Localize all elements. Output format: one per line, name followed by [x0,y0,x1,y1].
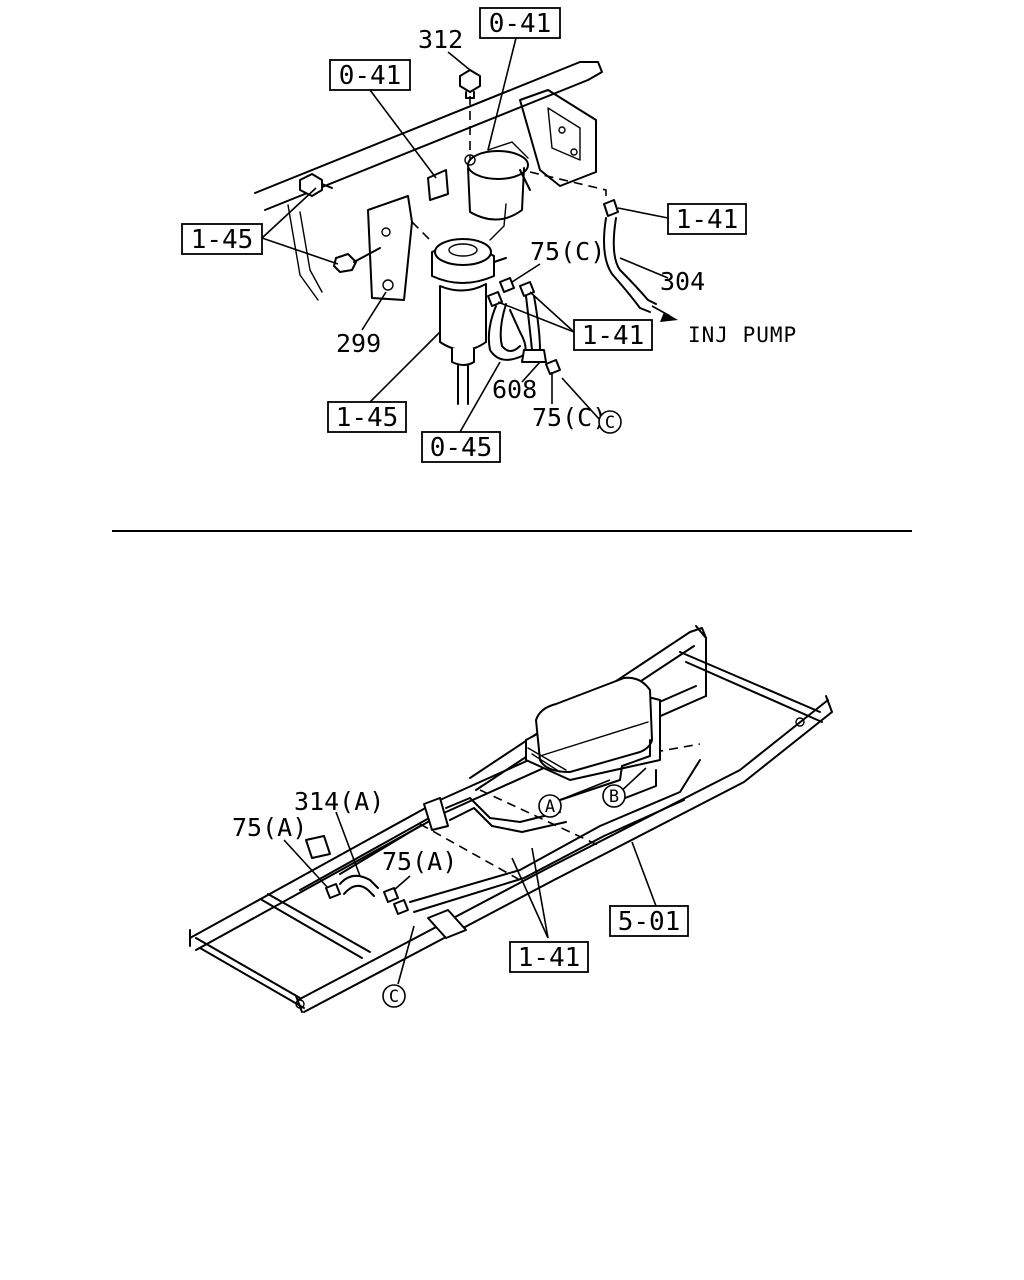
ref-box-1-41-lower: 1-41 [509,941,589,973]
part-label-314a: 314(A) [294,787,384,816]
circle-marker-c-upper: C [598,410,622,434]
svg-text:B: B [609,787,619,807]
ref-box-5-01: 5-01 [609,905,689,937]
circle-marker-a: A [538,794,562,818]
inj-pump-label: INJ PUMP [688,323,797,347]
svg-text:0-45: 0-45 [430,433,493,463]
ref-box-1-45-bottom: 1-45 [327,401,407,433]
part-label-75a-left: 75(A) [232,813,307,842]
part-label-608: 608 [492,375,537,404]
ref-box-1-45-left: 1-45 [181,223,263,255]
bolt-312-drawing [459,69,481,99]
svg-text:1-45: 1-45 [191,225,254,255]
svg-text:1-41: 1-41 [518,943,581,973]
ref-box-1-41-mid: 1-41 [573,319,653,351]
lower-diagram: 5-01 1-41 314(A) 75(A) 75(A) A B C [189,625,833,1013]
part-label-75a-mid: 75(A) [382,847,457,876]
part-label-75c-top: 75(C) [530,237,605,266]
svg-text:1-41: 1-41 [582,321,645,351]
upper-leader-lines [261,37,669,433]
svg-text:C: C [389,987,399,1007]
svg-text:1-45: 1-45 [336,403,399,433]
part-label-75c-bottom: 75(C) [532,403,607,432]
sedimenter-filter-drawing [464,96,531,221]
svg-text:5-01: 5-01 [618,907,681,937]
fuel-lines-drawing [325,739,701,915]
circle-marker-c-lower: C [382,984,406,1008]
fuel-filter-1-45-drawing [431,238,507,405]
ref-box-0-41-top: 0-41 [479,7,561,39]
svg-text:0-41: 0-41 [339,61,402,91]
svg-text:C: C [605,413,615,433]
part-label-299: 299 [336,329,381,358]
part-label-304: 304 [660,267,705,296]
svg-text:1-41: 1-41 [676,205,739,235]
svg-text:0-41: 0-41 [489,9,552,39]
fuel-tank-drawing [525,676,661,781]
bolts-1-45-drawing [299,173,381,273]
svg-text:A: A [545,797,555,817]
hoses-drawing [487,171,678,375]
ref-box-0-41-left: 0-41 [329,59,411,91]
part-label-312: 312 [418,25,463,54]
circle-marker-b: B [602,784,626,808]
ref-box-1-41-right: 1-41 [667,203,747,235]
upper-diagram: 0-41 0-41 1-45 1-41 1-41 1-45 0-45 312 3… [181,7,797,463]
ref-box-0-45: 0-45 [421,431,501,463]
bracket-299-drawing [367,169,449,301]
